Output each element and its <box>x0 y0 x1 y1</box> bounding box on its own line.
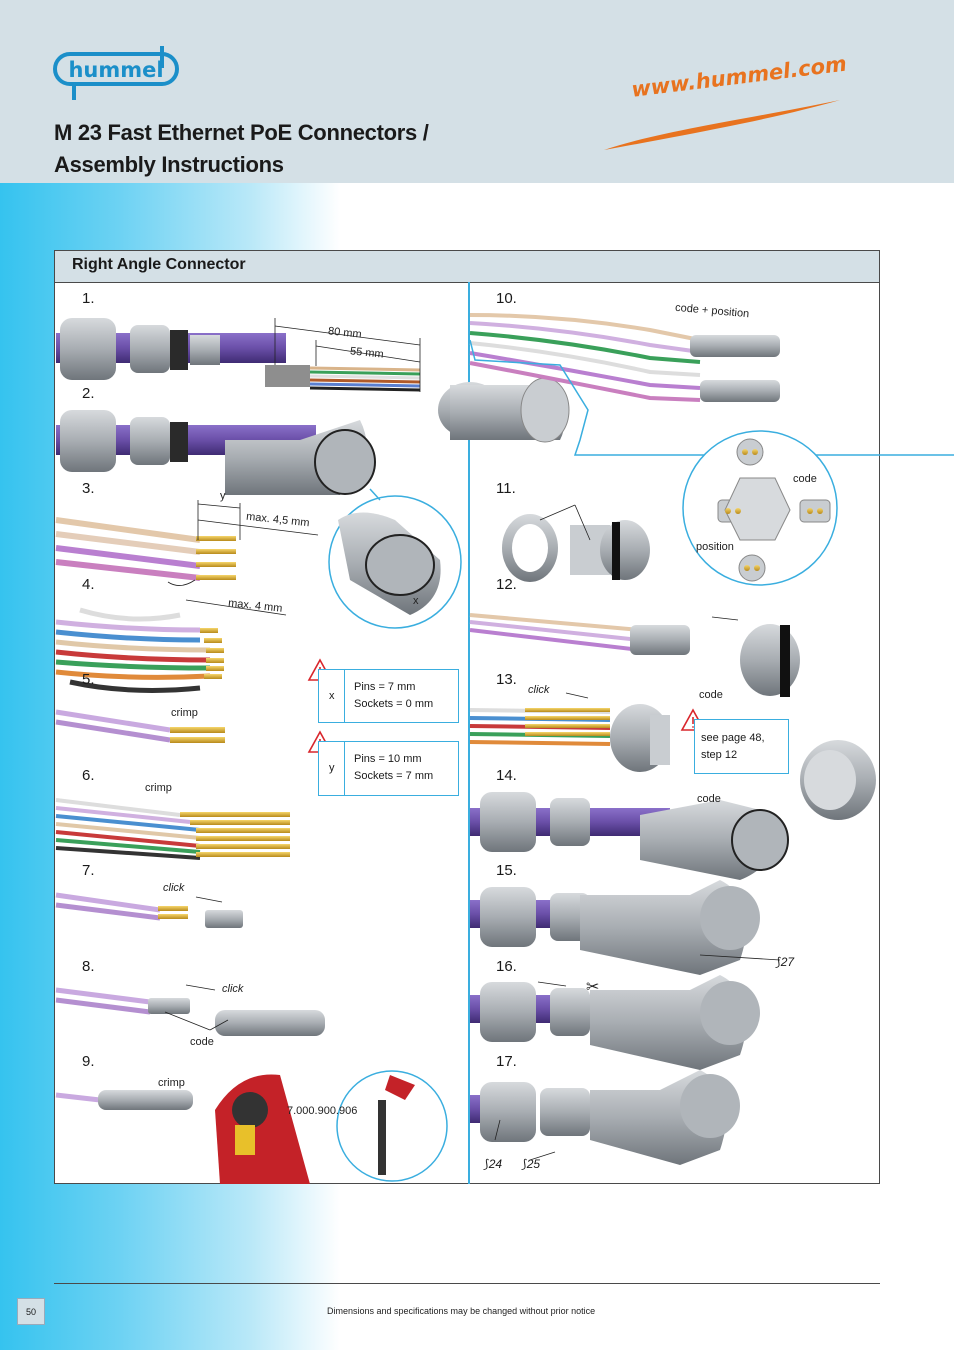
label-crimp-step6: crimp <box>145 782 172 794</box>
label-code-step12: code <box>699 689 723 701</box>
wrench-24-size: 24 <box>488 1157 503 1171</box>
column-divider <box>468 282 470 1184</box>
step2-magnifier <box>328 488 462 629</box>
step12-illustration <box>469 613 641 652</box>
step7-illustration <box>55 892 161 921</box>
footer-disclaimer: Dimensions and specifications may be cha… <box>327 1306 596 1316</box>
wrench-27: ⟆27 <box>776 955 794 969</box>
wrench-24: ⟆24 <box>484 1157 502 1171</box>
wrench-25-size: 25 <box>526 1157 541 1171</box>
step6-illustration <box>55 798 201 860</box>
step-9-number: 9. <box>82 1053 95 1070</box>
step10-illustration <box>469 313 701 402</box>
step17-illustration <box>470 1070 740 1165</box>
hummel-logo: hummel <box>52 44 182 109</box>
note-y-divider <box>344 742 345 795</box>
step-16-number: 16. <box>496 958 517 975</box>
wrench-icon: ⟆ <box>776 955 781 969</box>
step4-tips <box>200 628 224 679</box>
note-y-key: y <box>329 762 335 774</box>
step9-magnifier <box>336 1070 448 1182</box>
step-12-number: 12. <box>496 576 517 593</box>
step-2-number: 2. <box>82 385 95 402</box>
label-position: position <box>696 541 734 553</box>
step14-illustration <box>470 740 876 880</box>
step-3-number: 3. <box>82 480 95 497</box>
step-11-number: 11. <box>496 480 516 497</box>
step16-illustration: ✂ <box>470 975 760 1070</box>
label-crimp-step9: crimp <box>158 1077 185 1089</box>
footer-divider <box>54 1283 880 1284</box>
tool-number: 7.000.900.906 <box>287 1105 358 1117</box>
note-x-sockets: Sockets = 0 mm <box>354 698 434 710</box>
note-x-dimension: x Pins = 7 mm Sockets = 0 mm <box>318 669 459 723</box>
step-6-number: 6. <box>82 767 95 784</box>
label-click-step13: click <box>528 684 550 696</box>
step-5-number: 5. <box>82 671 95 688</box>
label-code-step14: code <box>697 793 721 805</box>
step-8-number: 8. <box>82 958 95 975</box>
step-17-number: 17. <box>496 1053 517 1070</box>
step-10-number: 10. <box>496 290 517 307</box>
wrench-25: ⟆25 <box>522 1157 540 1171</box>
wrench-icon: ⟆ <box>522 1157 527 1171</box>
note-y-sockets: Sockets = 7 mm <box>354 770 434 782</box>
url-swoosh <box>604 100 840 150</box>
label-click-step8: click <box>222 983 244 995</box>
step9-illustration <box>55 1074 310 1184</box>
step15-illustration <box>470 880 781 975</box>
note-see-line2: step 12 <box>701 749 738 761</box>
wrench-icon: ⟆ <box>484 1157 489 1171</box>
label-y: y <box>220 490 226 502</box>
label-code-step8: code <box>190 1036 214 1048</box>
step3-tips <box>196 536 236 580</box>
header-band <box>0 0 954 183</box>
page-title: M 23 Fast Ethernet PoE Connectors / Asse… <box>54 117 429 181</box>
note-see-line1: see page 48, <box>701 732 765 744</box>
step-14-number: 14. <box>496 767 517 784</box>
wrench-27-size: 27 <box>780 955 795 969</box>
step2-illustration <box>56 410 376 495</box>
pin-layout-circle <box>682 430 838 586</box>
note-see-page: see page 48, step 12 <box>694 719 789 774</box>
step-7-number: 7. <box>82 862 95 879</box>
step8-illustration <box>55 984 325 1036</box>
logo-text: hummel <box>68 58 163 82</box>
note-y-dimension: y Pins = 10 mm Sockets = 7 mm <box>318 741 459 796</box>
step11-illustration <box>502 504 650 582</box>
panel-header: Right Angle Connector <box>55 251 879 283</box>
page-number: 50 <box>17 1298 45 1325</box>
step-4-number: 4. <box>82 576 95 593</box>
label-crimp-step5: crimp <box>171 707 198 719</box>
step5-illustration <box>55 709 171 743</box>
label-x: x <box>413 595 419 607</box>
title-line-1: M 23 Fast Ethernet PoE Connectors / <box>54 120 429 145</box>
title-line-2: Assembly Instructions <box>54 152 284 177</box>
scissors-icon: ✂ <box>586 979 599 996</box>
step-1-number: 1. <box>82 290 95 307</box>
panel-title: Right Angle Connector <box>72 256 246 273</box>
step1-housing <box>438 377 570 443</box>
note-x-pins: Pins = 7 mm <box>354 681 416 693</box>
note-x-divider <box>344 670 345 722</box>
step3-illustration <box>55 517 201 581</box>
label-click-step7: click <box>163 882 185 894</box>
step4-illustration <box>55 607 211 693</box>
note-x-key: x <box>329 690 335 702</box>
step-15-number: 15. <box>496 862 517 879</box>
note-y-pins: Pins = 10 mm <box>354 753 422 765</box>
label-code-pin-layout: code <box>793 473 817 485</box>
step1-illustration <box>56 318 421 392</box>
step-13-number: 13. <box>496 671 517 688</box>
